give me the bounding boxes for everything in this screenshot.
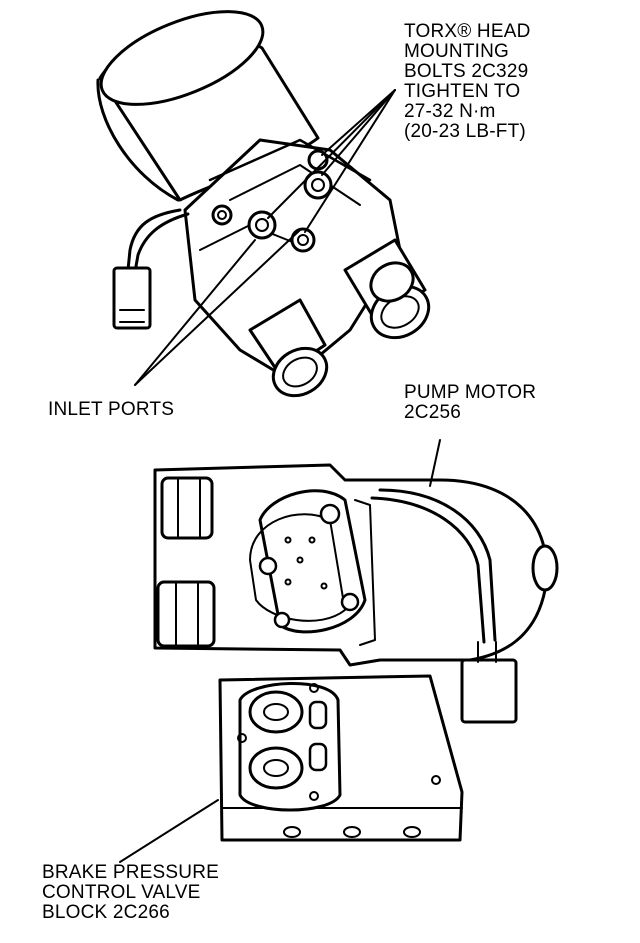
callout-line: TORX® HEAD (404, 21, 531, 42)
electrical-connector-icon (460, 641, 518, 724)
callout-line: CONTROL VALVE (42, 882, 201, 903)
callout-line: PUMP MOTOR (404, 382, 537, 403)
callout-line: MOUNTING (404, 41, 510, 62)
leader-lines-inlet (134, 229, 301, 386)
leader-line-pump (429, 439, 441, 487)
valve-block-body (218, 674, 464, 842)
inlet-port-fitting (343, 238, 431, 340)
inlet-port-fitting (160, 476, 214, 540)
callout-torx-bolts: TORX® HEAD MOUNTING BOLTS 2C329 TIGHTEN … (404, 22, 531, 142)
bottom-assembly (119, 439, 559, 863)
callout-line: BLOCK 2C266 (42, 902, 170, 923)
callout-pump-motor: PUMP MOTOR 2C256 (404, 383, 536, 423)
leader-line-block (119, 799, 219, 863)
callout-line: TIGHTEN TO (404, 81, 521, 102)
torx-bolt-icon (211, 204, 233, 226)
callout-line: 27-32 N·m (404, 101, 496, 122)
torx-bolt-icon (303, 170, 333, 200)
inlet-port-fitting (248, 298, 329, 398)
callout-line: BOLTS 2C329 (404, 61, 529, 82)
callout-inlet-ports: INLET PORTS (48, 400, 174, 420)
top-assembly (96, 10, 431, 398)
torx-bolt-icon (290, 227, 316, 253)
callout-line: INLET PORTS (48, 399, 175, 420)
leader-lines-torx (267, 89, 396, 233)
inlet-port-fitting (156, 580, 216, 648)
electrical-connector-icon (112, 266, 152, 330)
callout-valve-block: BRAKE PRESSURE CONTROL VALVE BLOCK 2C266 (42, 863, 219, 923)
callout-line: BRAKE PRESSURE (42, 862, 220, 883)
callout-line: (20-23 LB-FT) (404, 121, 526, 142)
callout-line: 2C256 (404, 402, 461, 423)
